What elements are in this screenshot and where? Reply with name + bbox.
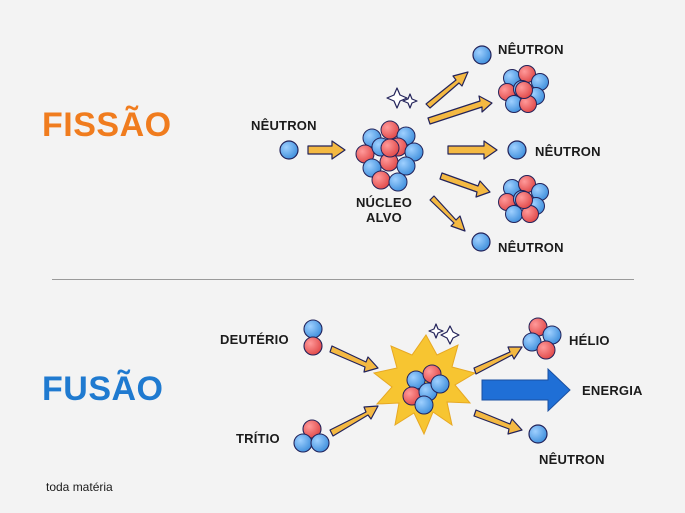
fission-fragment-nucleus-2 xyxy=(498,175,549,223)
section-divider xyxy=(52,279,634,280)
fusion-helium xyxy=(522,317,562,360)
fission-incoming-neutron xyxy=(279,140,299,160)
fusion-deuterium-label: DEUTÉRIO xyxy=(220,332,289,347)
fission-out-mid-label: NÊUTRON xyxy=(535,144,601,159)
sparkle-icon xyxy=(386,87,418,109)
fission-target-nucleus xyxy=(355,120,424,192)
fission-out-top-label: NÊUTRON xyxy=(498,42,564,57)
fusion-deuterium xyxy=(303,319,323,356)
fusion-energy-label: ENERGIA xyxy=(582,383,643,398)
target-label-line2: ALVO xyxy=(366,210,402,225)
arrow-icon xyxy=(307,140,346,160)
fusion-helium-label: HÉLIO xyxy=(569,333,610,348)
fission-incoming-neutron-label: NÊUTRON xyxy=(251,118,317,133)
fusion-neutron-label: NÊUTRON xyxy=(539,452,605,467)
fission-target-nucleus-label: NÚCLEO ALVO xyxy=(352,195,416,225)
fission-out-bottom-label: NÊUTRON xyxy=(498,240,564,255)
fission-out-top-neutron xyxy=(472,45,492,65)
fission-title: FISSÃO xyxy=(42,106,172,144)
fusion-tritium xyxy=(293,419,330,453)
fission-fragment-nucleus-1 xyxy=(498,65,549,113)
arrow-icon xyxy=(473,346,523,435)
sparkle-icon xyxy=(428,323,460,345)
target-label-line1: NÚCLEO xyxy=(355,195,413,210)
fission-out-bottom-neutron xyxy=(471,232,491,252)
fusion-title: FUSÃO xyxy=(42,370,164,408)
fusion-tritium-label: TRÍTIO xyxy=(236,431,280,446)
energy-arrow-icon xyxy=(481,367,571,413)
arrow-icon xyxy=(329,345,379,437)
brand-logo-text: toda matéria xyxy=(46,480,113,494)
fusion-helium-core xyxy=(402,364,450,415)
fission-out-mid-neutron xyxy=(507,140,527,160)
arrow-icon xyxy=(425,71,498,232)
fusion-out-neutron xyxy=(528,424,548,444)
